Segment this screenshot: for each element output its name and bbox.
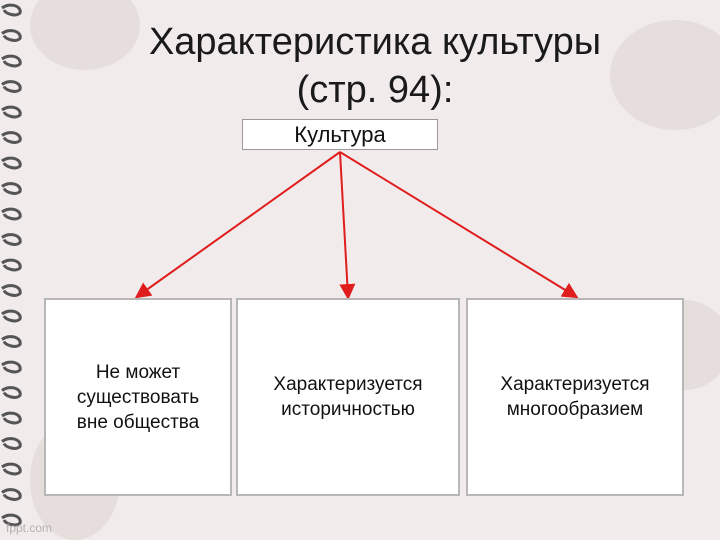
arrow-right: [339, 151, 579, 299]
page-title: Характеристика культуры (стр. 94):: [148, 21, 602, 111]
binding-ring: [1, 105, 22, 119]
binding-ring: [1, 3, 22, 17]
child-node-historicity: Характеризуется историчностью: [236, 298, 460, 496]
binding-ring: [1, 437, 22, 450]
child-node-diversity: Характеризуется многообразием: [466, 298, 684, 496]
spiral-binding: [1, 3, 22, 527]
arrow-middle: [339, 151, 356, 300]
watermark: fppt.com: [6, 521, 53, 535]
ink-blot: [610, 20, 720, 130]
child-node-not-outside-society: Не может существовать вне общества: [44, 298, 232, 496]
binding-ring: [1, 156, 22, 170]
binding-ring: [1, 335, 22, 348]
binding-ring: [1, 131, 22, 144]
binding-ring: [1, 54, 22, 68]
binding-ring: [1, 386, 22, 399]
binding-ring: [1, 258, 22, 272]
binding-ring: [1, 488, 22, 501]
arrow-left: [134, 151, 341, 299]
binding-ring: [1, 462, 22, 476]
binding-ring: [1, 233, 22, 246]
binding-ring: [1, 411, 22, 425]
binding-ring: [1, 309, 22, 323]
root-node: Культура: [242, 119, 438, 150]
ink-blot: [30, 0, 140, 70]
binding-ring: [1, 29, 22, 42]
binding-ring: [1, 207, 22, 221]
binding-ring: [1, 360, 22, 374]
binding-ring: [1, 80, 22, 93]
binding-ring: [1, 513, 22, 527]
binding-ring: [1, 284, 22, 297]
binding-ring: [1, 182, 22, 195]
